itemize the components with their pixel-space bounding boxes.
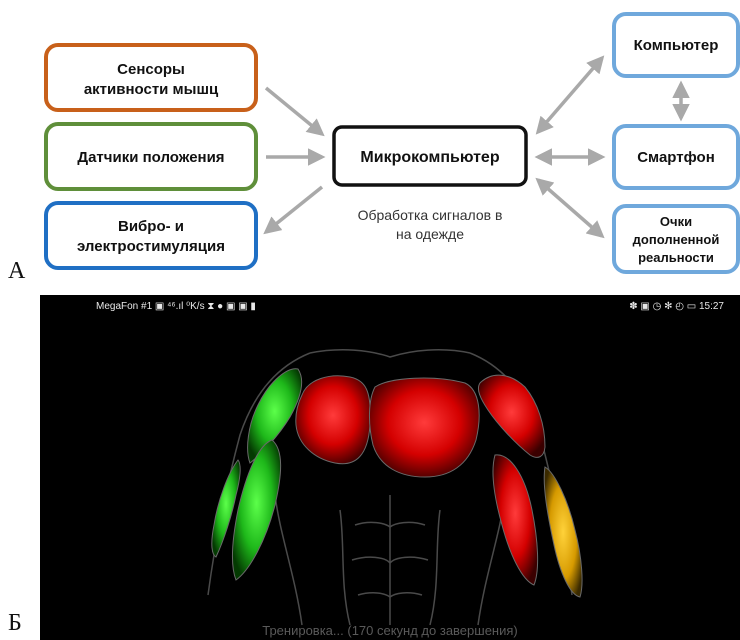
arrow-micro-to-vibro — [266, 187, 322, 232]
svg-text:Микрокомпьютер: Микрокомпьютер — [360, 149, 499, 166]
panel-letter-a: А — [8, 258, 25, 285]
box-muscle-sensors: Сенсоры активности мышц — [46, 45, 256, 110]
muscle-right-forearm — [544, 467, 582, 597]
center-caption-line1: Обработка сигналов в — [358, 207, 503, 223]
svg-text:Смартфон: Смартфон — [637, 149, 715, 166]
muscle-right-bicep — [493, 455, 538, 585]
muscle-map — [40, 295, 740, 640]
svg-text:Сенсоры: Сенсоры — [117, 61, 185, 78]
muscle-left-bicep — [232, 440, 280, 580]
center-caption-line2: на одежде — [396, 226, 464, 242]
svg-text:Вибро- и: Вибро- и — [118, 218, 184, 235]
arrow-muscle-to-micro — [266, 88, 322, 134]
box-smartphone: Смартфон — [614, 126, 738, 188]
panel-letter-b: Б — [8, 610, 22, 637]
phone-screenshot: MegaFon #1 ▣ ⁴⁶.ıl ⁰K/s ⧗ ● ▣ ▣ ▮ ✽ ▣ ◷ … — [40, 295, 740, 640]
muscle-right-deltoid — [478, 375, 545, 457]
block-diagram: Сенсоры активности мышц Датчики положени… — [0, 0, 740, 290]
svg-text:Очки: Очки — [660, 214, 692, 229]
svg-text:дополненной: дополненной — [633, 232, 720, 247]
arrow-micro-ar-glasses — [538, 180, 602, 236]
svg-text:Датчики положения: Датчики положения — [77, 149, 224, 166]
muscle-left-pectoral — [296, 376, 371, 464]
box-computer: Компьютер — [614, 14, 738, 76]
box-vibro-stimulation: Вибро- и электростимуляция — [46, 203, 256, 268]
training-progress-text: Тренировка... (170 секунд до завершения) — [40, 623, 740, 638]
svg-text:активности мышц: активности мышц — [84, 81, 219, 98]
box-microcomputer: Микрокомпьютер — [334, 127, 526, 185]
svg-text:электростимуляция: электростимуляция — [77, 238, 225, 255]
svg-text:Компьютер: Компьютер — [634, 37, 719, 54]
box-ar-glasses: Очки дополненной реальности — [614, 206, 738, 272]
svg-text:реальности: реальности — [638, 250, 714, 265]
arrow-micro-computer — [538, 58, 602, 132]
box-position-sensors: Датчики положения — [46, 124, 256, 189]
muscle-center-chest — [369, 378, 479, 477]
